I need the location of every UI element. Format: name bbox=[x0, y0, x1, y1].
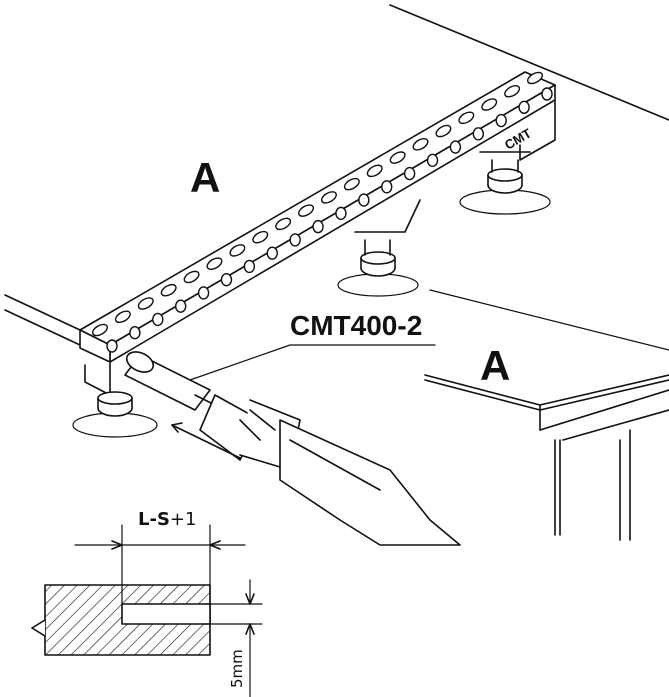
rail-hole bbox=[275, 217, 292, 231]
table-edge-left bbox=[4, 294, 81, 346]
rail-hole-side bbox=[312, 219, 324, 234]
cross-section bbox=[31, 524, 263, 697]
rail-hole-side bbox=[472, 127, 485, 141]
rail-hole-side bbox=[381, 180, 393, 194]
rail-hole bbox=[504, 84, 521, 98]
rail-hole bbox=[137, 297, 154, 310]
rail-hole bbox=[366, 164, 383, 178]
drill-icon bbox=[199, 394, 461, 546]
rail-hole bbox=[92, 323, 108, 337]
dimension-width: L-S+1 bbox=[138, 509, 196, 530]
rail-hole-side bbox=[335, 206, 347, 221]
rail-hole-side bbox=[152, 312, 164, 327]
table-edge bbox=[389, 4, 669, 121]
rail-hole-side bbox=[266, 246, 278, 260]
rail-hole-side bbox=[289, 233, 301, 247]
dimension-depth: 5mm bbox=[228, 649, 246, 688]
clamp-foot-icon bbox=[72, 151, 551, 438]
rail-hole-side bbox=[495, 113, 507, 128]
label-a-top: A bbox=[190, 154, 220, 201]
rail-hole bbox=[481, 98, 498, 111]
label-a-right: A bbox=[480, 342, 510, 389]
rail-hole-side bbox=[403, 166, 416, 181]
rail-hole-side bbox=[358, 193, 370, 207]
rail-hole bbox=[206, 257, 223, 270]
rail-hole-side bbox=[106, 339, 118, 353]
rail-hole-side bbox=[426, 153, 439, 168]
rail-hole bbox=[298, 204, 315, 217]
rail-holes bbox=[92, 71, 553, 353]
rail-hole bbox=[252, 230, 269, 244]
product-code: CMT400-2 bbox=[290, 310, 422, 341]
rail-hole bbox=[183, 270, 200, 284]
rail-hole bbox=[320, 191, 337, 204]
rail-hole-side bbox=[129, 326, 141, 340]
router-bit bbox=[124, 351, 226, 411]
rail-hole-side bbox=[243, 259, 256, 274]
dimension-l: L- bbox=[138, 509, 157, 530]
rail-hole bbox=[389, 151, 406, 164]
rail-hole bbox=[343, 177, 360, 191]
panel-right bbox=[424, 289, 669, 541]
rail-hole-side bbox=[174, 299, 187, 313]
rail-hole bbox=[412, 138, 429, 151]
label-leader bbox=[189, 344, 436, 381]
rail-hole bbox=[527, 71, 543, 85]
rail-hole-side bbox=[220, 272, 233, 287]
rail-hole bbox=[229, 244, 246, 257]
rail-hole-side bbox=[541, 87, 553, 101]
dimension-s: S bbox=[157, 509, 170, 530]
rail-hole bbox=[435, 124, 452, 138]
rail-hole bbox=[160, 283, 177, 297]
rail-hole bbox=[458, 111, 475, 125]
dimension-plus: +1 bbox=[170, 509, 197, 530]
rail-hole-side bbox=[518, 100, 530, 114]
direction-arrow-icon bbox=[171, 422, 241, 459]
rail-hole-side bbox=[449, 140, 462, 154]
rail-hole-side bbox=[197, 286, 210, 300]
rail-hole bbox=[114, 310, 131, 324]
